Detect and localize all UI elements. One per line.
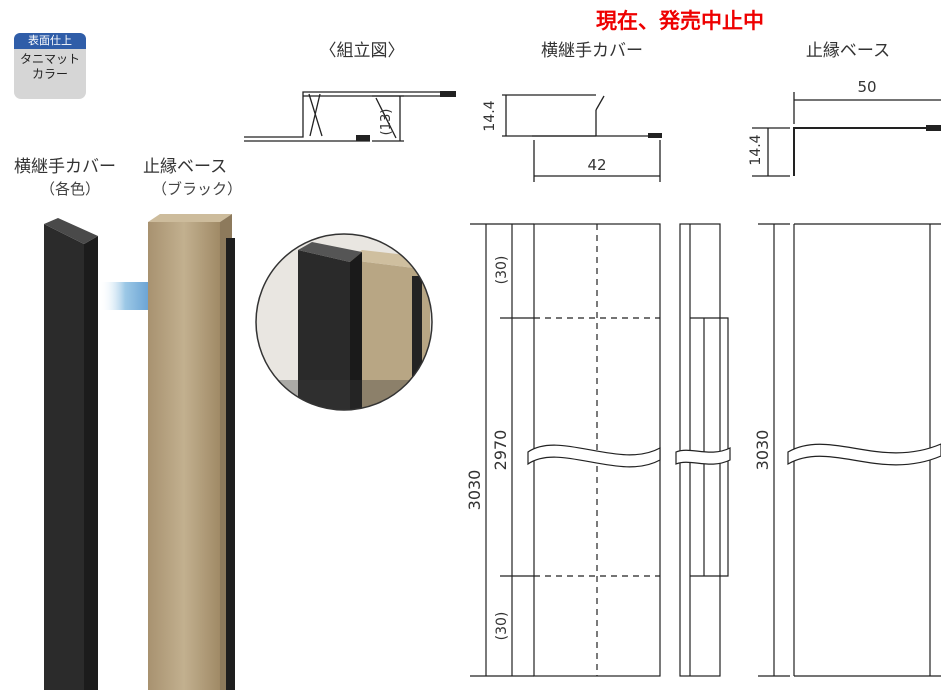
base-break-mark (787, 443, 941, 466)
cover-section-title: 横継手カバー (541, 41, 643, 61)
finish-badge-header: 表面仕上 (14, 33, 86, 49)
cover-section-drawing (502, 94, 662, 182)
cover-break-mark (527, 444, 661, 468)
base-total-length: 3030 (753, 430, 772, 471)
cover-height-dim: 14.4 (482, 100, 498, 131)
assembly-dim-13: (13) (379, 109, 394, 136)
assembly-section-drawing (244, 91, 456, 142)
finish-badge-text: タニマット カラー (19, 52, 80, 81)
base-width-dim: 50 (857, 78, 876, 96)
cover-product-photo (44, 218, 98, 690)
base-section-title: 止縁ベース (806, 41, 890, 61)
base-color-label: （ブラック） (152, 180, 243, 198)
cover-total-length: 3030 (465, 470, 484, 511)
base-product-label: 止縁ベース (143, 157, 228, 177)
cover-color-label: （各色） (40, 180, 101, 198)
side-break-mark (675, 447, 731, 465)
assembly-title: 〈組立図〉 (320, 41, 405, 61)
detail-zoom-circle (255, 233, 433, 411)
cover-top-offset: (30) (494, 256, 510, 285)
base-product-photo (148, 214, 235, 690)
cover-middle-length: 2970 (491, 430, 510, 471)
discontinued-notice: 現在、発売中止中 (596, 9, 764, 33)
base-height-dim: 14.4 (748, 134, 764, 165)
cover-product-label: 横継手カバー (14, 157, 116, 177)
base-section-drawing (752, 92, 941, 177)
cover-bottom-offset: (30) (494, 612, 510, 641)
cover-width-dim: 42 (587, 156, 606, 174)
